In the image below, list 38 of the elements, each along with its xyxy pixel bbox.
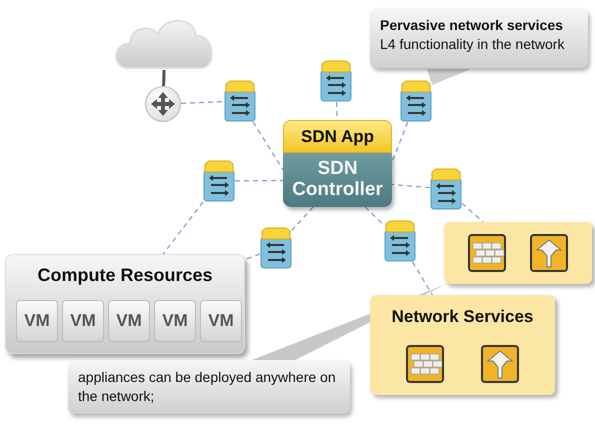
dashed-connector	[244, 253, 260, 260]
callout-pointer	[427, 69, 471, 85]
dashed-connector	[392, 184, 430, 188]
dashed-connector	[252, 122, 284, 170]
panel-title: Network Services	[390, 307, 534, 327]
panel-title: Compute Resources	[36, 265, 214, 286]
callout-text: appliances can be deployed anywhere on the network;	[78, 369, 336, 404]
dashed-connector	[292, 206, 314, 231]
switch-icon	[224, 80, 256, 122]
services-panel	[370, 295, 555, 395]
controller-box: SDN Controller	[283, 153, 392, 207]
vm-tile: VM	[62, 300, 104, 342]
callout-text: L4 functionality in the network	[380, 34, 566, 54]
dashed-connector	[391, 122, 408, 162]
dashed-connector	[180, 101, 224, 104]
dashed-connector	[162, 202, 204, 254]
switch-icon	[260, 227, 292, 269]
appliance-panel	[444, 222, 592, 284]
vm-tile: VM	[16, 300, 58, 342]
switch-icon	[203, 160, 235, 202]
vm-tile: VM	[108, 300, 150, 342]
switch-icon	[430, 168, 462, 210]
callout-heading: Pervasive network services	[380, 16, 564, 35]
switch-icon	[320, 60, 352, 102]
vm-tile: VM	[200, 300, 242, 342]
compute-panel	[5, 254, 245, 354]
router-icon	[145, 86, 181, 122]
connector-line	[162, 70, 166, 86]
dashed-connector	[462, 202, 484, 222]
dashed-connector	[235, 180, 283, 182]
switch-icon	[384, 220, 416, 262]
switch-icon	[400, 80, 432, 122]
callout-bubble	[68, 360, 350, 414]
vm-tile: VM	[154, 300, 196, 342]
app-box: SDN App	[283, 120, 392, 153]
callout-bubble	[370, 8, 588, 68]
dashed-connector	[364, 206, 384, 226]
dashed-connector	[412, 262, 433, 296]
